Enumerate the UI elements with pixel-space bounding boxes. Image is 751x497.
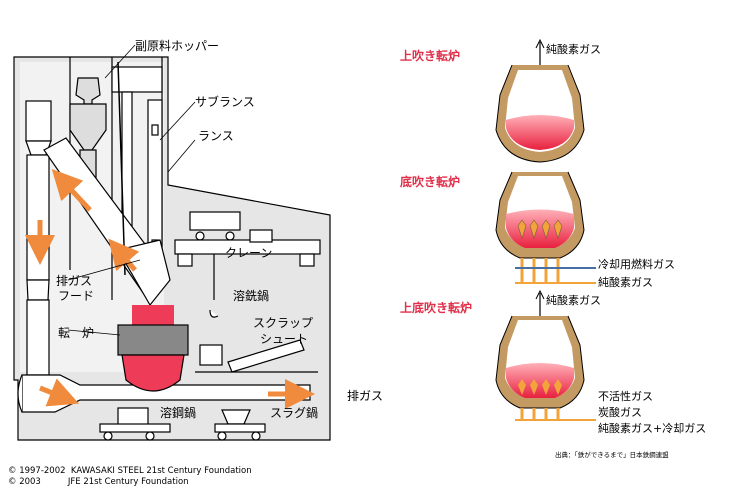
type-combined-blown: 上底吹き転炉 純酸素ガス 不活性ガス 炭酸ガス 純酸素ガス+冷却ガス	[400, 289, 706, 435]
exhaust-duct	[25, 100, 52, 142]
gas-flow-arrows	[25, 169, 315, 409]
source-note: 出典：「鉄ができるまで」日本鉄鋼連盟	[555, 450, 669, 459]
label-exhaust-hood-1: 排ガス	[56, 274, 92, 288]
title-combined-blown: 上底吹き転炉	[400, 300, 472, 315]
gas-combined-2: 炭酸ガス	[598, 405, 642, 419]
copyright-line-1: © 1997-2002 KAWASAKI STEEL 21st Century …	[8, 466, 252, 476]
label-sublance: サブランス	[195, 94, 255, 109]
plant-labels: 副原料ホッパー サブランス ランス クレーン 排ガス フード 溶銑鍋 スクラップ…	[56, 39, 383, 420]
label-hopper: 副原料ホッパー	[135, 39, 219, 53]
type-bottom-blown: 底吹き転炉 冷却用燃料ガス 純酸素ガス	[400, 171, 675, 289]
gas-combined-3: 純酸素ガス+冷却ガス	[598, 421, 706, 435]
gas-bottom-2: 純酸素ガス	[598, 275, 653, 289]
converter	[117, 305, 189, 392]
crane	[174, 211, 321, 318]
label-crane: クレーン	[225, 246, 272, 260]
gas-combined-1: 不活性ガス	[598, 389, 653, 403]
label-slag-pot: スラグ鍋	[270, 405, 318, 420]
hopper-frame	[111, 66, 163, 93]
label-exhaust-hood-2: フード	[58, 289, 94, 303]
gas-combined-top: 純酸素ガス	[546, 293, 601, 307]
label-steel-ladle: 溶鋼鍋	[160, 405, 196, 420]
scrap-chute	[195, 339, 318, 373]
slag-pot-car	[214, 409, 266, 441]
title-top-blown: 上吹き転炉	[400, 48, 460, 63]
label-scrap-chute-2: シュート	[260, 332, 308, 346]
label-converter: 転 炉	[58, 326, 94, 340]
steel-ladle-car	[99, 407, 171, 441]
label-ladle-hot-metal: 溶銑鍋	[233, 288, 269, 303]
plant-diagram	[13, 44, 331, 441]
copyright-line-2: © 2003 JFE 21st Century Foundation	[8, 477, 189, 487]
title-bottom-blown: 底吹き転炉	[400, 174, 460, 189]
label-scrap-chute-1: スクラップ	[253, 316, 313, 330]
gas-top-blown: 純酸素ガス	[546, 42, 601, 56]
gas-bottom-1: 冷却用燃料ガス	[598, 257, 675, 271]
label-exhaust-gas: 排ガス	[347, 389, 383, 403]
type-top-blown: 上吹き転炉 純酸素ガス	[400, 38, 601, 163]
label-lance: ランス	[198, 129, 234, 143]
